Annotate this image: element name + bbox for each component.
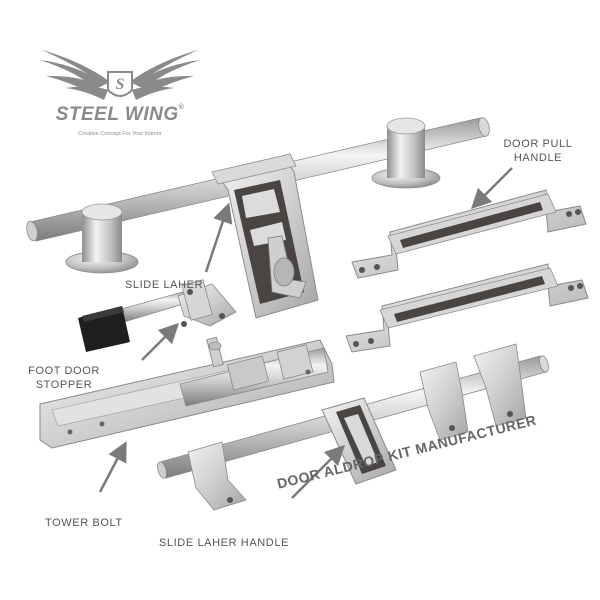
aldrop-rod-assembly	[26, 117, 490, 319]
arrow-door-pull-handle	[470, 167, 513, 210]
callout-arrows	[98, 167, 513, 499]
rod-support-left	[65, 203, 139, 274]
registered-mark: ®	[178, 104, 185, 111]
brand-tagline: Creative Concept For Your Interior	[78, 131, 162, 137]
brand-name: STEEL WING®	[55, 104, 185, 125]
label-door-pull-handle-line2: HANDLE	[513, 152, 563, 164]
arrow-foot-door-stopper	[141, 322, 180, 361]
rod-support-right	[371, 117, 441, 189]
arrow-slide-laher-handle	[291, 444, 346, 499]
tower-bolt	[39, 336, 335, 449]
left-wing-icon	[40, 50, 110, 100]
label-door-pull-handle: DOOR PULL HANDLE	[494, 137, 582, 165]
slide-laher-plate	[211, 153, 319, 319]
label-tower-bolt: TOWER BOLT	[45, 517, 123, 529]
label-slide-laher: SLIDE LAHER	[125, 279, 204, 291]
door-pull-handle-bottom	[345, 263, 589, 353]
label-foot-door-stopper-line1: FOOT DOOR	[28, 365, 100, 377]
arrow-tower-bolt	[98, 441, 127, 493]
logo-monogram: S	[116, 76, 125, 93]
right-wing-icon	[130, 50, 200, 100]
monogram-shield-icon: S	[107, 71, 133, 97]
label-foot-door-stopper-line2: STOPPER	[35, 379, 93, 391]
arrow-slide-laher	[204, 202, 233, 273]
label-slide-laher-handle: SLIDE LAHER HANDLE	[159, 537, 290, 549]
foot-door-stopper	[78, 279, 237, 352]
label-door-pull-handle-line1: DOOR PULL	[503, 138, 573, 150]
label-foot-door-stopper: FOOT DOOR STOPPER	[22, 364, 106, 392]
steel-wing-logo: S	[40, 50, 200, 100]
door-pull-handle-top	[351, 189, 587, 279]
